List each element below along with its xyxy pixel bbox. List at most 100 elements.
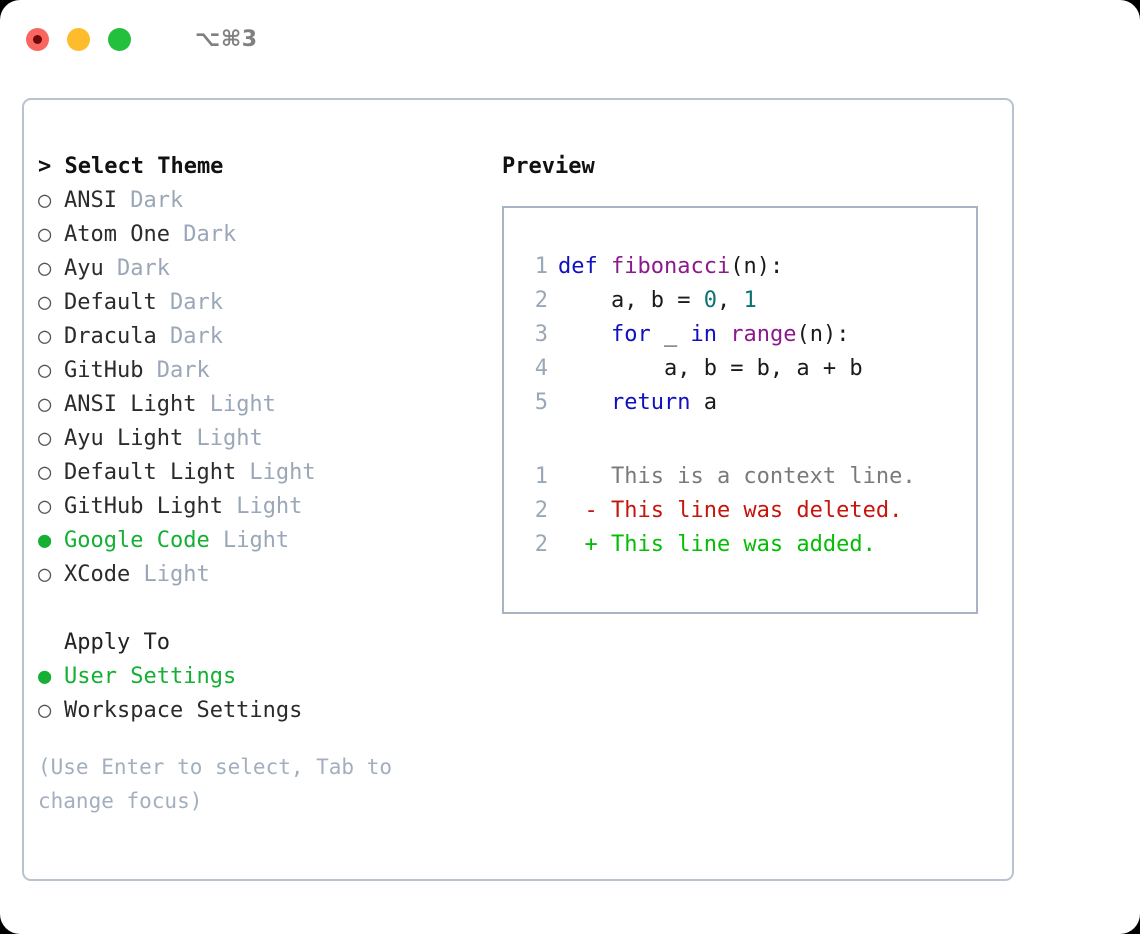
code-line: 1 def fibonacci(n):: [522, 250, 976, 284]
preview-heading: Preview: [502, 154, 595, 179]
radio-unselected-icon: ○: [38, 358, 52, 383]
theme-option-google-code[interactable]: ●Google Code Light: [38, 524, 488, 558]
theme-option-default-light[interactable]: ○ Default Light Light: [38, 456, 488, 490]
radio-selected-icon: ●: [38, 664, 52, 689]
code-token: def: [558, 254, 598, 279]
code-token: fibonacci: [611, 254, 731, 279]
theme-option-ayu[interactable]: ○Ayu Dark: [38, 252, 488, 286]
theme-picker-column: > Select Theme ○ANSI Dark○Atom One Dark○…: [38, 150, 488, 818]
code-line: 5 return a: [522, 386, 976, 420]
radio-unselected-icon: ○: [38, 392, 52, 417]
code-token: (n):: [730, 254, 784, 279]
radio-unselected-icon: ○: [38, 460, 52, 485]
code-line-number: 5: [534, 390, 548, 415]
apply-to-heading: Apply To: [64, 630, 170, 655]
keyboard-hint-text: (Use Enter to select, Tab to change focu…: [38, 755, 393, 813]
theme-option-kind: Dark: [156, 290, 223, 315]
code-token: (n):: [796, 322, 850, 347]
apply-to-option-user-settings[interactable]: ● User Settings: [38, 660, 488, 694]
diff-line-number: 2: [534, 498, 548, 523]
code-token: a: [690, 390, 717, 415]
theme-option-kind: Light: [222, 494, 303, 519]
apply-to-option-workspace-settings[interactable]: ○ Workspace Settings: [38, 694, 488, 728]
code-line-number: 1: [534, 254, 548, 279]
theme-option-kind: Dark: [156, 324, 223, 349]
theme-option-xcode[interactable]: ○ XCode Light: [38, 558, 488, 592]
zoom-button-icon[interactable]: [108, 27, 131, 51]
title-bar: ⌥⌘3: [0, 0, 1140, 78]
theme-option-label: GitHub Light: [64, 494, 223, 519]
theme-option-label: ANSI: [64, 188, 117, 213]
code-token: 1: [743, 288, 757, 313]
theme-option-label: Atom One: [64, 222, 170, 247]
theme-option-dracula[interactable]: ○Dracula Dark: [38, 320, 488, 354]
theme-option-ansi[interactable]: ○ANSI Dark: [38, 184, 488, 218]
diff-line-number: 2: [534, 532, 548, 557]
section-spacer: [38, 592, 488, 626]
diff-line: 2 + This line was added.: [522, 528, 976, 562]
radio-unselected-icon: ○: [38, 562, 52, 587]
close-button-icon[interactable]: [26, 27, 49, 51]
keyboard-shortcut-label: ⌥⌘3: [195, 26, 258, 52]
radio-selected-icon: ●: [38, 528, 52, 553]
diff-line-text: + This line was added.: [558, 532, 876, 557]
theme-option-kind: Light: [183, 426, 263, 451]
diff-line-number: 1: [534, 464, 548, 489]
theme-option-label: Default Light: [64, 460, 237, 485]
diff-line: 1 This is a context line.: [522, 460, 976, 494]
code-token: a, b =: [610, 288, 704, 313]
theme-option-github[interactable]: ○ GitHub Dark: [38, 354, 488, 388]
theme-option-label: Default: [64, 290, 157, 315]
theme-option-label: Google Code: [64, 528, 210, 553]
apply-to-option-label: Workspace Settings: [64, 698, 303, 723]
code-token: [717, 322, 730, 347]
code-token: for: [610, 322, 651, 347]
code-line-number: 3: [534, 322, 548, 347]
radio-unselected-icon: ○: [38, 426, 52, 451]
radio-unselected-icon: ○: [38, 256, 52, 281]
radio-unselected-icon: ○: [38, 222, 52, 247]
diff-line: 2 - This line was deleted.: [522, 494, 976, 528]
code-token: return: [610, 390, 691, 415]
theme-option-label: XCode: [64, 562, 131, 587]
code-line-number: 2: [534, 288, 548, 313]
theme-list: ○ANSI Dark○Atom One Dark○Ayu Dark○Defaul…: [38, 184, 488, 592]
theme-option-kind: Light: [130, 562, 210, 587]
code-line: 4 a, b = b, a + b: [522, 352, 976, 386]
radio-unselected-icon: ○: [38, 698, 52, 723]
theme-option-kind: Dark: [169, 222, 237, 247]
diff-line-text: - This line was deleted.: [558, 498, 903, 523]
theme-option-label: ANSI Light: [64, 392, 197, 417]
theme-option-atom-one[interactable]: ○ Atom One Dark: [38, 218, 488, 252]
code-indent: [558, 390, 611, 415]
code-line-number: 4: [534, 356, 548, 381]
apply-to-option-label: User Settings: [64, 664, 237, 689]
theme-option-ayu-light[interactable]: ○Ayu Light Light: [38, 422, 488, 456]
code-line: 2 a, b = 0, 1: [522, 284, 976, 318]
code-line: 3 for _ in range(n):: [522, 318, 976, 352]
diff-line-text: This is a context line.: [558, 464, 916, 489]
code-indent: [558, 356, 664, 381]
theme-option-kind: Dark: [116, 188, 184, 213]
minimize-button-icon[interactable]: [67, 27, 90, 51]
radio-unselected-icon: ○: [38, 494, 52, 519]
code-indent: [558, 288, 611, 313]
theme-option-kind: Light: [236, 460, 316, 485]
theme-option-label: Dracula: [64, 324, 157, 349]
content-panel: > Select Theme ○ANSI Dark○Atom One Dark○…: [22, 98, 1014, 881]
code-token: ,: [716, 288, 744, 313]
code-token: a, b = b, a + b: [663, 356, 863, 381]
theme-option-github-light[interactable]: ○ GitHub Light Light: [38, 490, 488, 524]
code-indent: [558, 322, 611, 347]
diff-spacer: [522, 420, 976, 460]
theme-option-ansi-light[interactable]: ○ ANSI Light Light: [38, 388, 488, 422]
theme-option-kind: Dark: [143, 358, 210, 383]
theme-option-label: GitHub: [64, 358, 144, 383]
theme-option-kind: Light: [196, 392, 276, 417]
apply-to-list: ● User Settings ○ Workspace Settings: [38, 660, 488, 728]
theme-option-default[interactable]: ○Default Dark: [38, 286, 488, 320]
